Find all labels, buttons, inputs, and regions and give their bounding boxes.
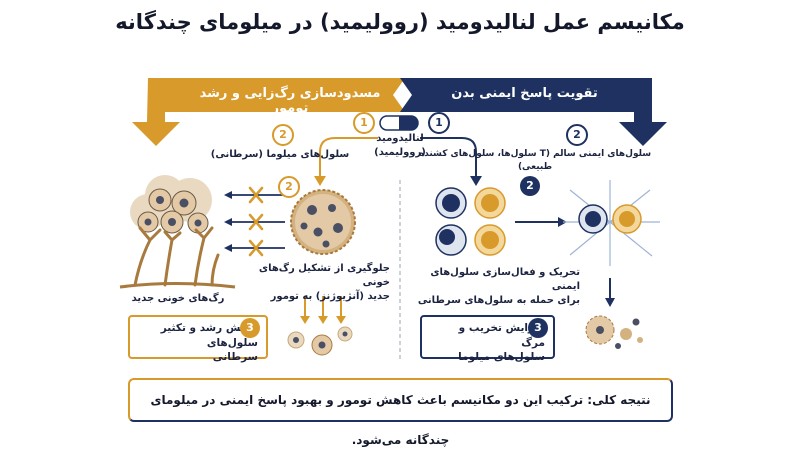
activation-label: تحریک و فعال‌سازی سلول‌های ایمنی برای حم… — [400, 266, 580, 308]
conclusion-box: نتیجه کلی: ترکیب این دو مکانیسم باعث کاه… — [128, 378, 673, 447]
angiogenesis-line1: جلوگیری از تشکیل رگ‌های خونی — [258, 263, 390, 288]
step-badge-angiogenesis: 2 — [278, 176, 300, 198]
immune-cells — [435, 187, 506, 256]
page-title: مکانیسم عمل لنالیدومید (روولیمید) در میل… — [115, 10, 685, 34]
step-badge-death: 3 — [528, 318, 548, 338]
left-banner-title: مسدودسازی رگ‌زایی و رشد تومور — [199, 86, 381, 116]
growth-reduction-line1: کاهش رشد و تکثیر — [160, 322, 258, 334]
cell-death-line2: سلول‌های میلوما — [458, 351, 545, 364]
new-vessels-label: رگ‌های خونی جدید — [131, 293, 225, 304]
angiogenesis-label: جلوگیری از تشکیل رگ‌های خونی جدید (آنژیو… — [240, 262, 390, 304]
shrinking-cells — [287, 326, 353, 356]
blood-vessels — [133, 226, 220, 287]
step-badge-drug-left: 1 — [353, 112, 375, 134]
right-banner-shape — [400, 78, 667, 146]
step-badge-growth: 3 — [240, 318, 260, 338]
drug-brand: (روولیمید) — [374, 147, 426, 158]
tumor-cell — [290, 189, 356, 255]
immune-attack — [563, 180, 660, 266]
angiogenesis-line2: جدید (آنژیوژنز) به تومور — [270, 291, 390, 302]
pill-icon — [379, 115, 419, 131]
cell-death-line1: افزایش تخریب و مرگ — [458, 322, 545, 349]
myeloma-cells-label: سلول‌های میلوما (سرطانی) — [210, 149, 350, 160]
step-badge-activation: 2 — [520, 176, 540, 196]
activation-line2: برای حمله به سلول‌های سرطانی — [417, 295, 580, 306]
myeloma-cluster — [130, 175, 212, 234]
left-banner-shape — [132, 78, 405, 146]
step-badge-immune: 2 — [566, 124, 588, 146]
immune-cells-label: سلول‌های ایمنی سالم (T سلول‌ها، سلول‌های… — [418, 149, 652, 172]
destroyed-cells — [585, 315, 643, 349]
activation-line1: تحریک و فعال‌سازی سلول‌های ایمنی — [430, 267, 580, 292]
step-badge-drug-right: 1 — [428, 112, 450, 134]
right-banner-title: تقویت پاسخ ایمنی بدن — [451, 86, 598, 101]
decline-arrows — [300, 296, 346, 324]
mechanism-diagram — [119, 78, 667, 362]
growth-reduction-line2: سلول‌های سرطانی — [206, 336, 258, 364]
blocked-signals — [224, 186, 285, 257]
step-badge-myeloma: 2 — [272, 124, 294, 146]
drug-label: لنالیدومید (روولیمید) — [362, 132, 438, 160]
drug-name: لنالیدومید — [376, 133, 424, 144]
